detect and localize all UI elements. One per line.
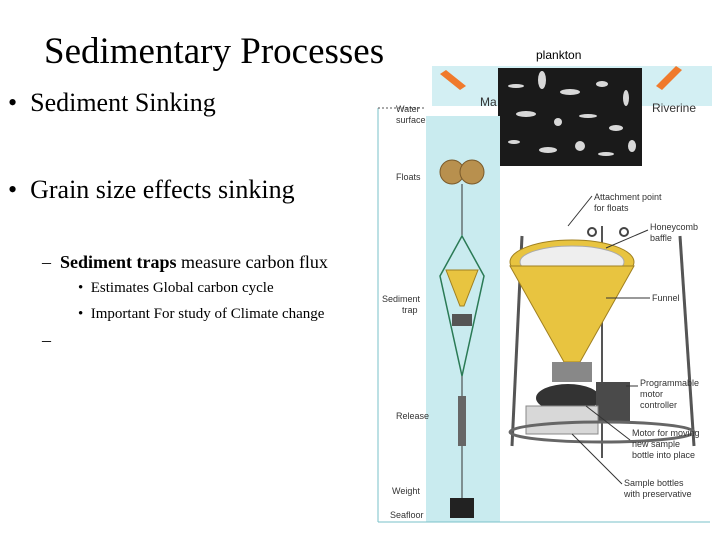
attachment-ring-icon: [619, 227, 629, 237]
small-funnel-icon: [445, 269, 479, 307]
funnel-icon: [509, 265, 635, 363]
bottles-label: Sample bottles: [624, 478, 684, 488]
sub-sub-bullet-text: Estimates Global carbon cycle: [90, 280, 274, 296]
plankton-photo: [498, 68, 642, 166]
honeycomb-label: Honeycomb: [650, 222, 698, 232]
empty-sub-bullet: –: [42, 330, 51, 350]
sub-bullet-text: measure carbon flux: [176, 252, 328, 272]
controller-label-2: motor: [640, 389, 663, 399]
riverine-label: Riverine: [652, 101, 696, 115]
device-leg-right: [678, 235, 696, 447]
sediment-trap-diagram: Ma Riverine Water surface Floats Sedimen…: [377, 66, 712, 523]
motor-label-2: new sample: [632, 439, 680, 449]
small-motor-icon: [452, 314, 472, 326]
motor-label: Motor for moving: [632, 428, 700, 438]
attachment-ring-icon: [587, 227, 597, 237]
release-icon: [458, 396, 466, 446]
riverine-arrow-icon: [656, 66, 682, 90]
motor-callout: [585, 405, 631, 441]
sediment-trap-label: Sediment: [382, 294, 421, 304]
weight-label: Weight: [392, 486, 420, 496]
funnel-label: Funnel: [652, 293, 680, 303]
plankton-organisms: [508, 71, 636, 156]
attachment-label: Attachment point: [594, 192, 662, 202]
bullet-grain-size: • Grain size effects sinking: [8, 175, 295, 204]
marine-label: Ma: [480, 95, 497, 109]
sub-bullet-sediment-traps: – Sediment traps measure carbon flux: [42, 252, 328, 272]
base-ring-icon: [508, 420, 696, 444]
plankton-label: plankton: [536, 48, 582, 62]
sub-sub-bullet-climate: • Important For study of Climate change: [78, 306, 325, 322]
sample-bottles-icon: [525, 405, 599, 435]
motor-icon: [536, 384, 600, 412]
water-label: Water: [396, 104, 420, 114]
controller-label-3: controller: [640, 400, 677, 410]
weight-icon: [450, 498, 474, 518]
controller-label: Programmable: [640, 378, 699, 388]
bottles-callout: [571, 433, 623, 485]
attachment-label-2: for floats: [594, 203, 629, 213]
seafloor-label: Seafloor: [390, 510, 424, 520]
bottles-label-2: with preservative: [623, 489, 692, 499]
bullet-sediment-sinking: • Sediment Sinking: [8, 88, 216, 117]
honeycomb-callout: [605, 229, 649, 249]
motor-label-3: bottle into place: [632, 450, 695, 460]
attachment-callout: [567, 195, 593, 227]
bullet-text: Sediment Sinking: [30, 88, 216, 117]
motor-controller-icon: [596, 382, 630, 422]
water-surface-label: surface: [396, 115, 426, 125]
bold-term: Sediment traps: [60, 252, 177, 272]
sub-sub-bullet-text: Important For study of Climate change: [90, 306, 325, 322]
floats-label: Floats: [396, 172, 421, 182]
sediment-trap-label-2: trap: [402, 305, 418, 315]
marine-arrow-icon: [440, 70, 466, 90]
float-right-icon: [459, 159, 485, 185]
honeycomb-label-2: baffle: [650, 233, 672, 243]
sub-sub-bullet-carbon-cycle: • Estimates Global carbon cycle: [78, 280, 274, 296]
bullet-text: Grain size effects sinking: [30, 175, 295, 204]
release-label: Release: [396, 411, 429, 421]
slide-title: Sedimentary Processes: [44, 31, 385, 72]
funnel-neck-icon: [552, 362, 592, 382]
